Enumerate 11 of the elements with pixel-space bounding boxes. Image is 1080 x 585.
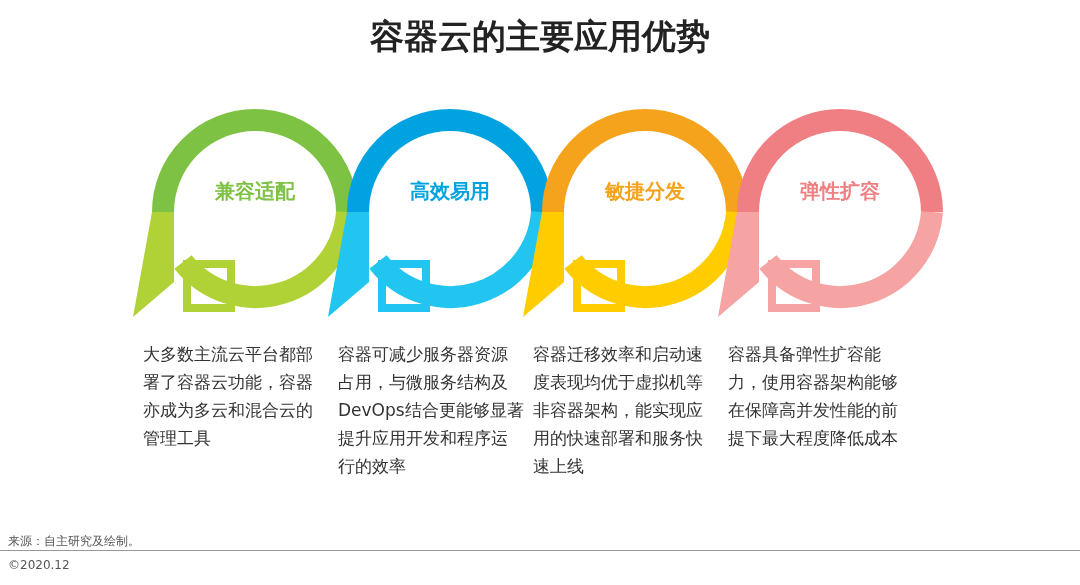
title-text: 容器云的主要应用优势 <box>369 15 711 58</box>
heading-text: 兼容适配 <box>214 178 296 205</box>
heading-text: 敏捷分发 <box>603 178 686 205</box>
description-text: 容器可减少服务器资源占用，与微服务结构及DevOps结合更能够显著提升应用开发和程序运行的效率 <box>338 343 524 478</box>
footnote-text: 来源：自主研究及绘制。 <box>8 533 140 550</box>
footnote-text: ©2020.12 <box>8 558 70 572</box>
description-text: 容器迁移效率和启动速度表现均优于虚拟机等非容器架构，能实现应用的快速部署和服务快速上线 <box>533 343 704 478</box>
heading-text: 高效易用 <box>409 178 491 205</box>
heading-text: 弹性扩容 <box>799 178 881 205</box>
description-text: 大多数主流云平台都部署了容器云功能，容器亦成为多云和混合云的管理工具 <box>143 343 314 450</box>
description-text: 容器具备弹性扩容能力，使用容器架构能够在保障高并发性能的前提下最大程度降低成本 <box>728 343 899 450</box>
